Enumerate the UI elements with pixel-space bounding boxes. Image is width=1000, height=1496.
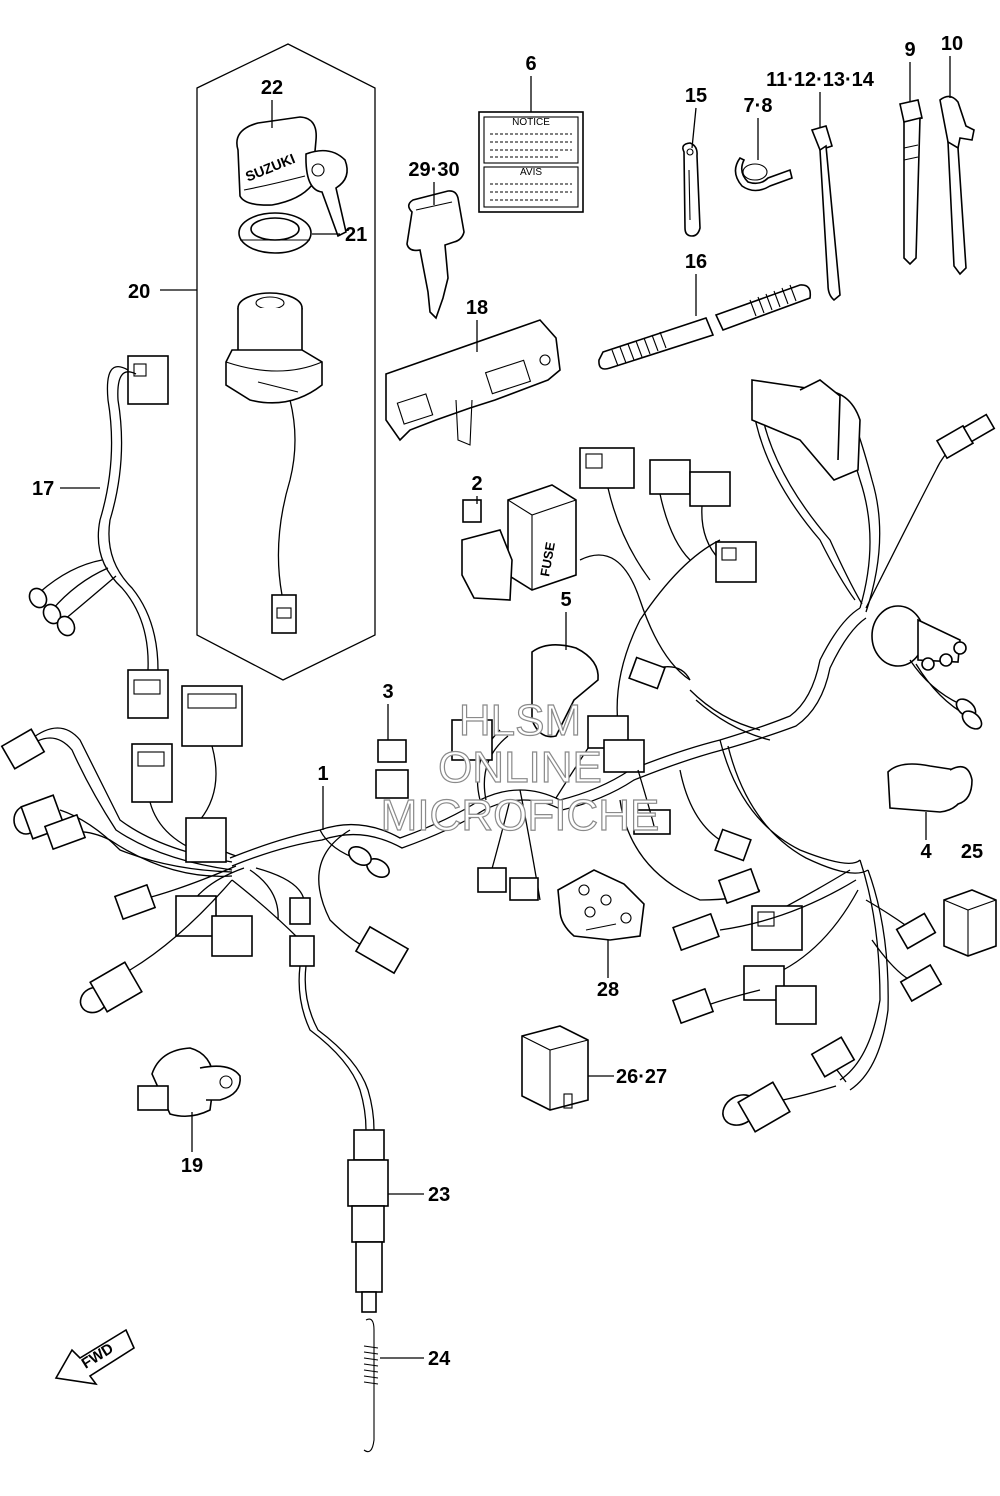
part-22-key-cap[interactable]: SUZUKI xyxy=(236,116,348,238)
part-5-terminal-boot[interactable] xyxy=(531,644,599,738)
label-23: 23 xyxy=(428,1184,450,1206)
label-1: 1 xyxy=(317,763,328,785)
watermark-line3: MICROFICHE xyxy=(381,791,660,840)
label-7-8: 7·8 xyxy=(744,95,773,117)
label-5: 5 xyxy=(560,589,571,611)
fuse-box-unit[interactable]: FUSE xyxy=(461,484,577,601)
part-15-holder-clip[interactable] xyxy=(682,142,701,237)
label-9: 9 xyxy=(904,39,915,61)
label-24: 24 xyxy=(428,1348,451,1370)
fuse-box-text: FUSE xyxy=(537,541,558,578)
part-19-sensor[interactable] xyxy=(137,1047,241,1118)
fwd-arrow: FWD xyxy=(54,1328,136,1386)
part-9-cable-tie[interactable] xyxy=(899,99,923,266)
ignition-assembly-outline xyxy=(196,43,376,681)
watermark-line1: HLSM xyxy=(459,696,581,745)
label-16: 16 xyxy=(685,251,707,273)
label-21: 21 xyxy=(345,224,367,246)
notice-label-text: NOTICE xyxy=(512,117,550,128)
part-1-main-wiring-harness[interactable] xyxy=(0,379,996,1133)
label-4: 4 xyxy=(920,841,932,863)
part-4-cover[interactable] xyxy=(887,763,973,813)
label-17: 17 xyxy=(32,478,54,500)
leader-lines xyxy=(60,56,951,1359)
label-10: 10 xyxy=(941,33,963,55)
part-labels: 22 21 20 6 29·30 18 2 15 7·8 11·12·13·14… xyxy=(32,33,983,1370)
part-18-mounting-bracket[interactable] xyxy=(385,319,561,446)
label-2: 2 xyxy=(471,473,482,495)
part-21-ring-nut[interactable] xyxy=(238,212,312,254)
ignition-switch-body[interactable] xyxy=(225,292,323,634)
part-25-relay[interactable] xyxy=(943,889,997,957)
label-20: 20 xyxy=(128,281,150,303)
part-23-oxygen-sensor[interactable] xyxy=(298,965,389,1313)
part-7-8-hose-clamp[interactable] xyxy=(734,156,793,192)
label-3: 3 xyxy=(382,681,393,703)
ignition-assembly-group: SUZUKI xyxy=(196,43,376,681)
label-28: 28 xyxy=(597,979,619,1001)
part-24-lead-spring[interactable] xyxy=(363,1318,379,1453)
watermark: HLSM ONLINE MICROFICHE xyxy=(380,695,660,840)
part-2-fuse[interactable] xyxy=(462,499,482,523)
part-10-cable-tie[interactable] xyxy=(939,95,975,276)
label-19: 19 xyxy=(181,1155,203,1177)
part-11-14-cable-tie[interactable] xyxy=(810,125,841,302)
label-22: 22 xyxy=(261,77,283,99)
part-17-sub-harness[interactable] xyxy=(26,355,169,719)
label-18: 18 xyxy=(466,297,488,319)
label-15: 15 xyxy=(685,85,707,107)
label-29-30: 29·30 xyxy=(408,159,459,181)
part-29-30-spare-key[interactable] xyxy=(406,190,465,320)
part-16-protector-tube[interactable] xyxy=(598,284,812,370)
label-11-14: 11·12·13·14 xyxy=(766,69,875,91)
label-25: 25 xyxy=(961,841,983,863)
watermark-line2: ONLINE xyxy=(438,743,602,792)
part-26-27-relay[interactable] xyxy=(521,1025,589,1111)
part-6-notice-label[interactable]: NOTICE AVIS xyxy=(478,111,584,213)
label-6: 6 xyxy=(525,53,536,75)
label-26-27: 26·27 xyxy=(616,1066,667,1088)
avis-label-text: AVIS xyxy=(520,167,542,178)
part-28-sensor-bracket[interactable] xyxy=(557,869,645,941)
